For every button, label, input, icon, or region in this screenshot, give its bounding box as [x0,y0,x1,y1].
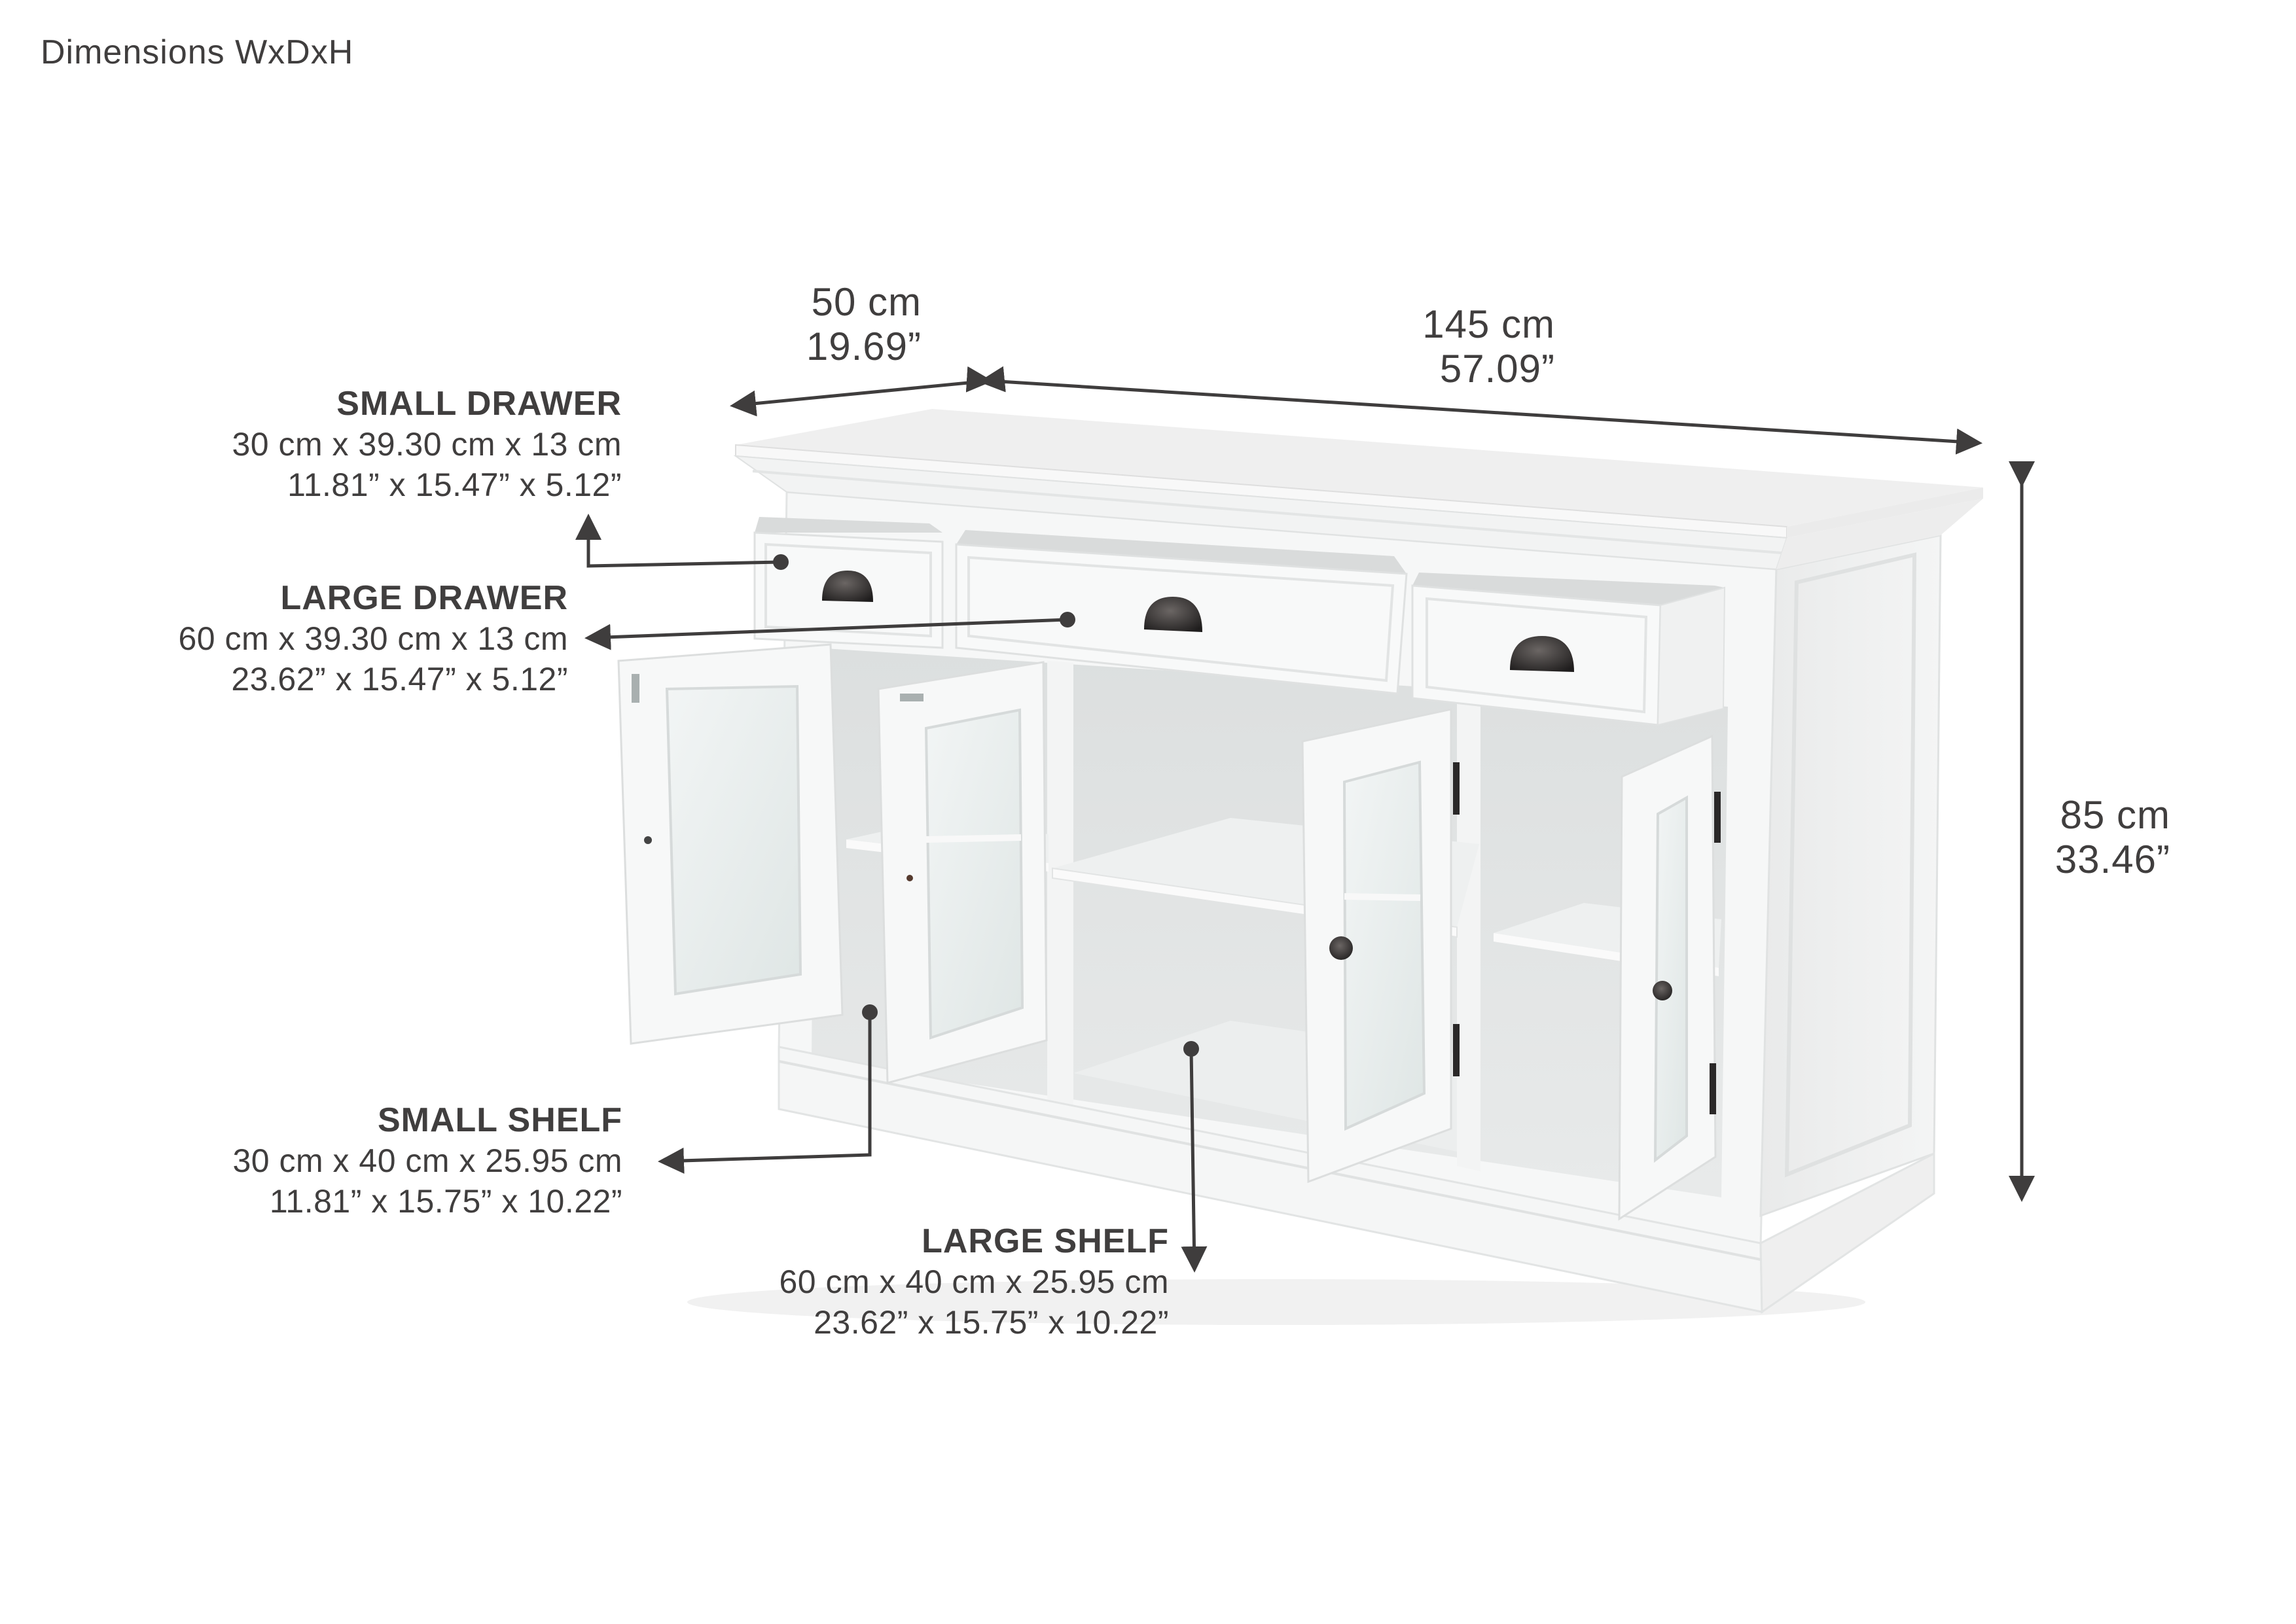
callout-title: SMALL SHELF [377,1101,622,1139]
crown-cove-side [1776,499,1983,569]
callout-metric: 60 cm x 40 cm x 25.95 cm [779,1263,1169,1300]
depth-inch: 19.69” [806,325,922,368]
hinge-icon [1710,1063,1716,1114]
hinge-plate [900,694,924,701]
height-label: 85 cm 33.46” [2055,793,2170,882]
crown-top [733,409,1983,571]
callout-leaders [575,514,1208,1273]
callout-imperial: 11.81” x 15.75” x 10.22” [269,1183,622,1220]
door-knob-icon [1329,936,1353,960]
callout-imperial: 23.62” x 15.75” x 10.22” [814,1304,1169,1341]
page-title: Dimensions WxDxH [41,33,354,71]
width-cm: 145 cm [1422,302,1555,346]
leader-dots [773,554,1199,1057]
width-arrow [965,366,1982,455]
cup-handle-icon [1144,597,1202,632]
door-3 [1301,708,1460,1184]
drawer-small-left [753,517,944,649]
callout-imperial: 11.81” x 15.47” x 5.12” [287,467,622,503]
drawer-large [955,530,1408,695]
callout-imperial: 23.62” x 15.47” x 5.12” [231,661,568,697]
callout-metric: 60 cm x 39.30 cm x 13 cm [178,620,568,657]
callout-title: SMALL DRAWER [336,385,622,423]
door-1 [617,643,844,1045]
hinge-icon [1453,762,1460,815]
depth-label: 50 cm 19.69” [806,280,922,369]
callout-large-drawer: LARGE DRAWER 60 cm x 39.30 cm x 13 cm 23… [178,578,568,699]
callout-small-shelf: SMALL SHELF 30 cm x 40 cm x 25.95 cm 11.… [232,1100,622,1222]
callout-title: LARGE SHELF [922,1222,1169,1260]
drawer-small-right [1411,573,1726,726]
door-4 [1618,734,1721,1221]
callout-title: LARGE DRAWER [280,579,568,617]
width-label: 145 cm 57.09” [1422,302,1555,391]
cup-handle-icon [822,571,873,602]
floor-shadow [687,1279,1865,1325]
height-cm: 85 cm [2060,793,2170,837]
callout-metric: 30 cm x 39.30 cm x 13 cm [232,426,622,463]
hinge-icon [1453,1024,1460,1076]
door-2 [877,661,1048,1084]
callout-small-drawer: SMALL DRAWER 30 cm x 39.30 cm x 13 cm 11… [232,383,622,505]
hinge-icon [1714,792,1721,843]
leader-large-drawer [584,618,1068,650]
door-knob-icon [1653,981,1672,1000]
width-inch: 57.09” [1439,347,1555,391]
callout-large-shelf: LARGE SHELF 60 cm x 40 cm x 25.95 cm 23.… [779,1221,1169,1343]
leader-small-shelf [658,1012,872,1174]
plinth [778,1046,1935,1314]
hinge-plate [632,674,639,703]
depth-arrow [730,366,1006,417]
leader-small-drawer [575,514,781,568]
callout-metric: 30 cm x 40 cm x 25.95 cm [232,1142,622,1179]
dimension-arrows [730,366,2035,1202]
height-inch: 33.46” [2054,838,2170,881]
cup-handle-icon [1510,636,1574,672]
depth-cm: 50 cm [811,280,922,324]
leader-large-shelf [1181,1048,1208,1273]
